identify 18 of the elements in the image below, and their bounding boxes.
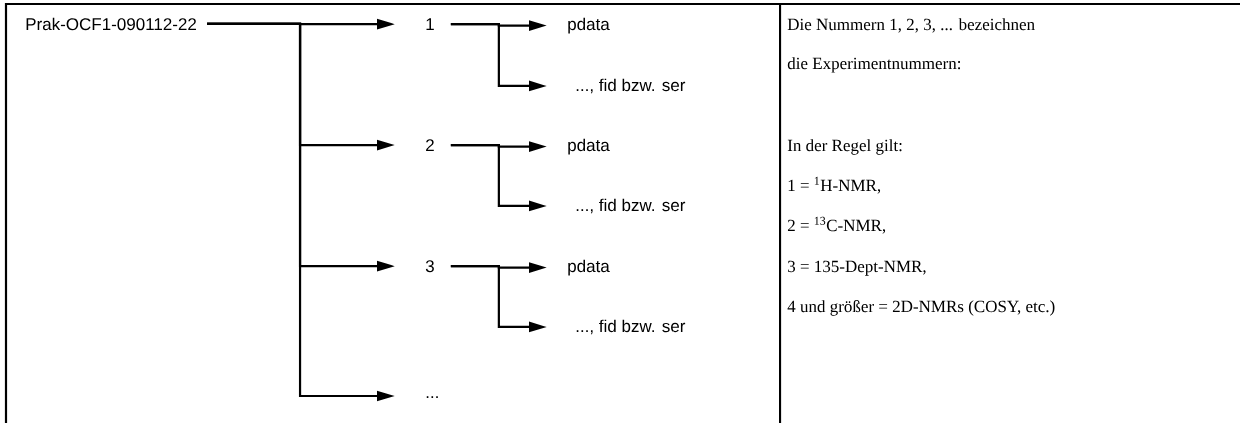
- directory-label: Prak-OCF1-090112-22: [26, 17, 196, 31]
- experiment-number: 3: [425, 260, 434, 273]
- note-text: die Experimentnummern:: [787, 57, 961, 73]
- ellipsis-label: ...: [426, 396, 438, 398]
- experiment-number: 1: [426, 18, 434, 30]
- folder-label: pdata: [568, 17, 610, 34]
- file-label: ..., fid bzw. ser: [576, 198, 686, 214]
- experiment-number: 2: [426, 139, 434, 151]
- file-label: ..., fid bzw. ser: [576, 319, 686, 335]
- note-text: Die Nummern 1, 2, 3, ... bezeichnen: [787, 18, 1035, 33]
- note-text: 1 = $^{1}$H-NMR,: [788, 176, 881, 194]
- folder-label: pdata: [568, 138, 610, 155]
- file-label: ..., fid bzw. ser: [576, 78, 686, 94]
- note-text: 2 = $^{13}$C-NMR,: [787, 216, 886, 234]
- folder-label: pdata: [568, 259, 610, 276]
- note-text: 3 = 135-Dept-NMR,: [788, 260, 926, 276]
- note-text: In der Regel gilt:: [787, 139, 902, 155]
- note-text: 4 und größer = 2D-NMRs (COSY, etc.): [787, 300, 1055, 316]
